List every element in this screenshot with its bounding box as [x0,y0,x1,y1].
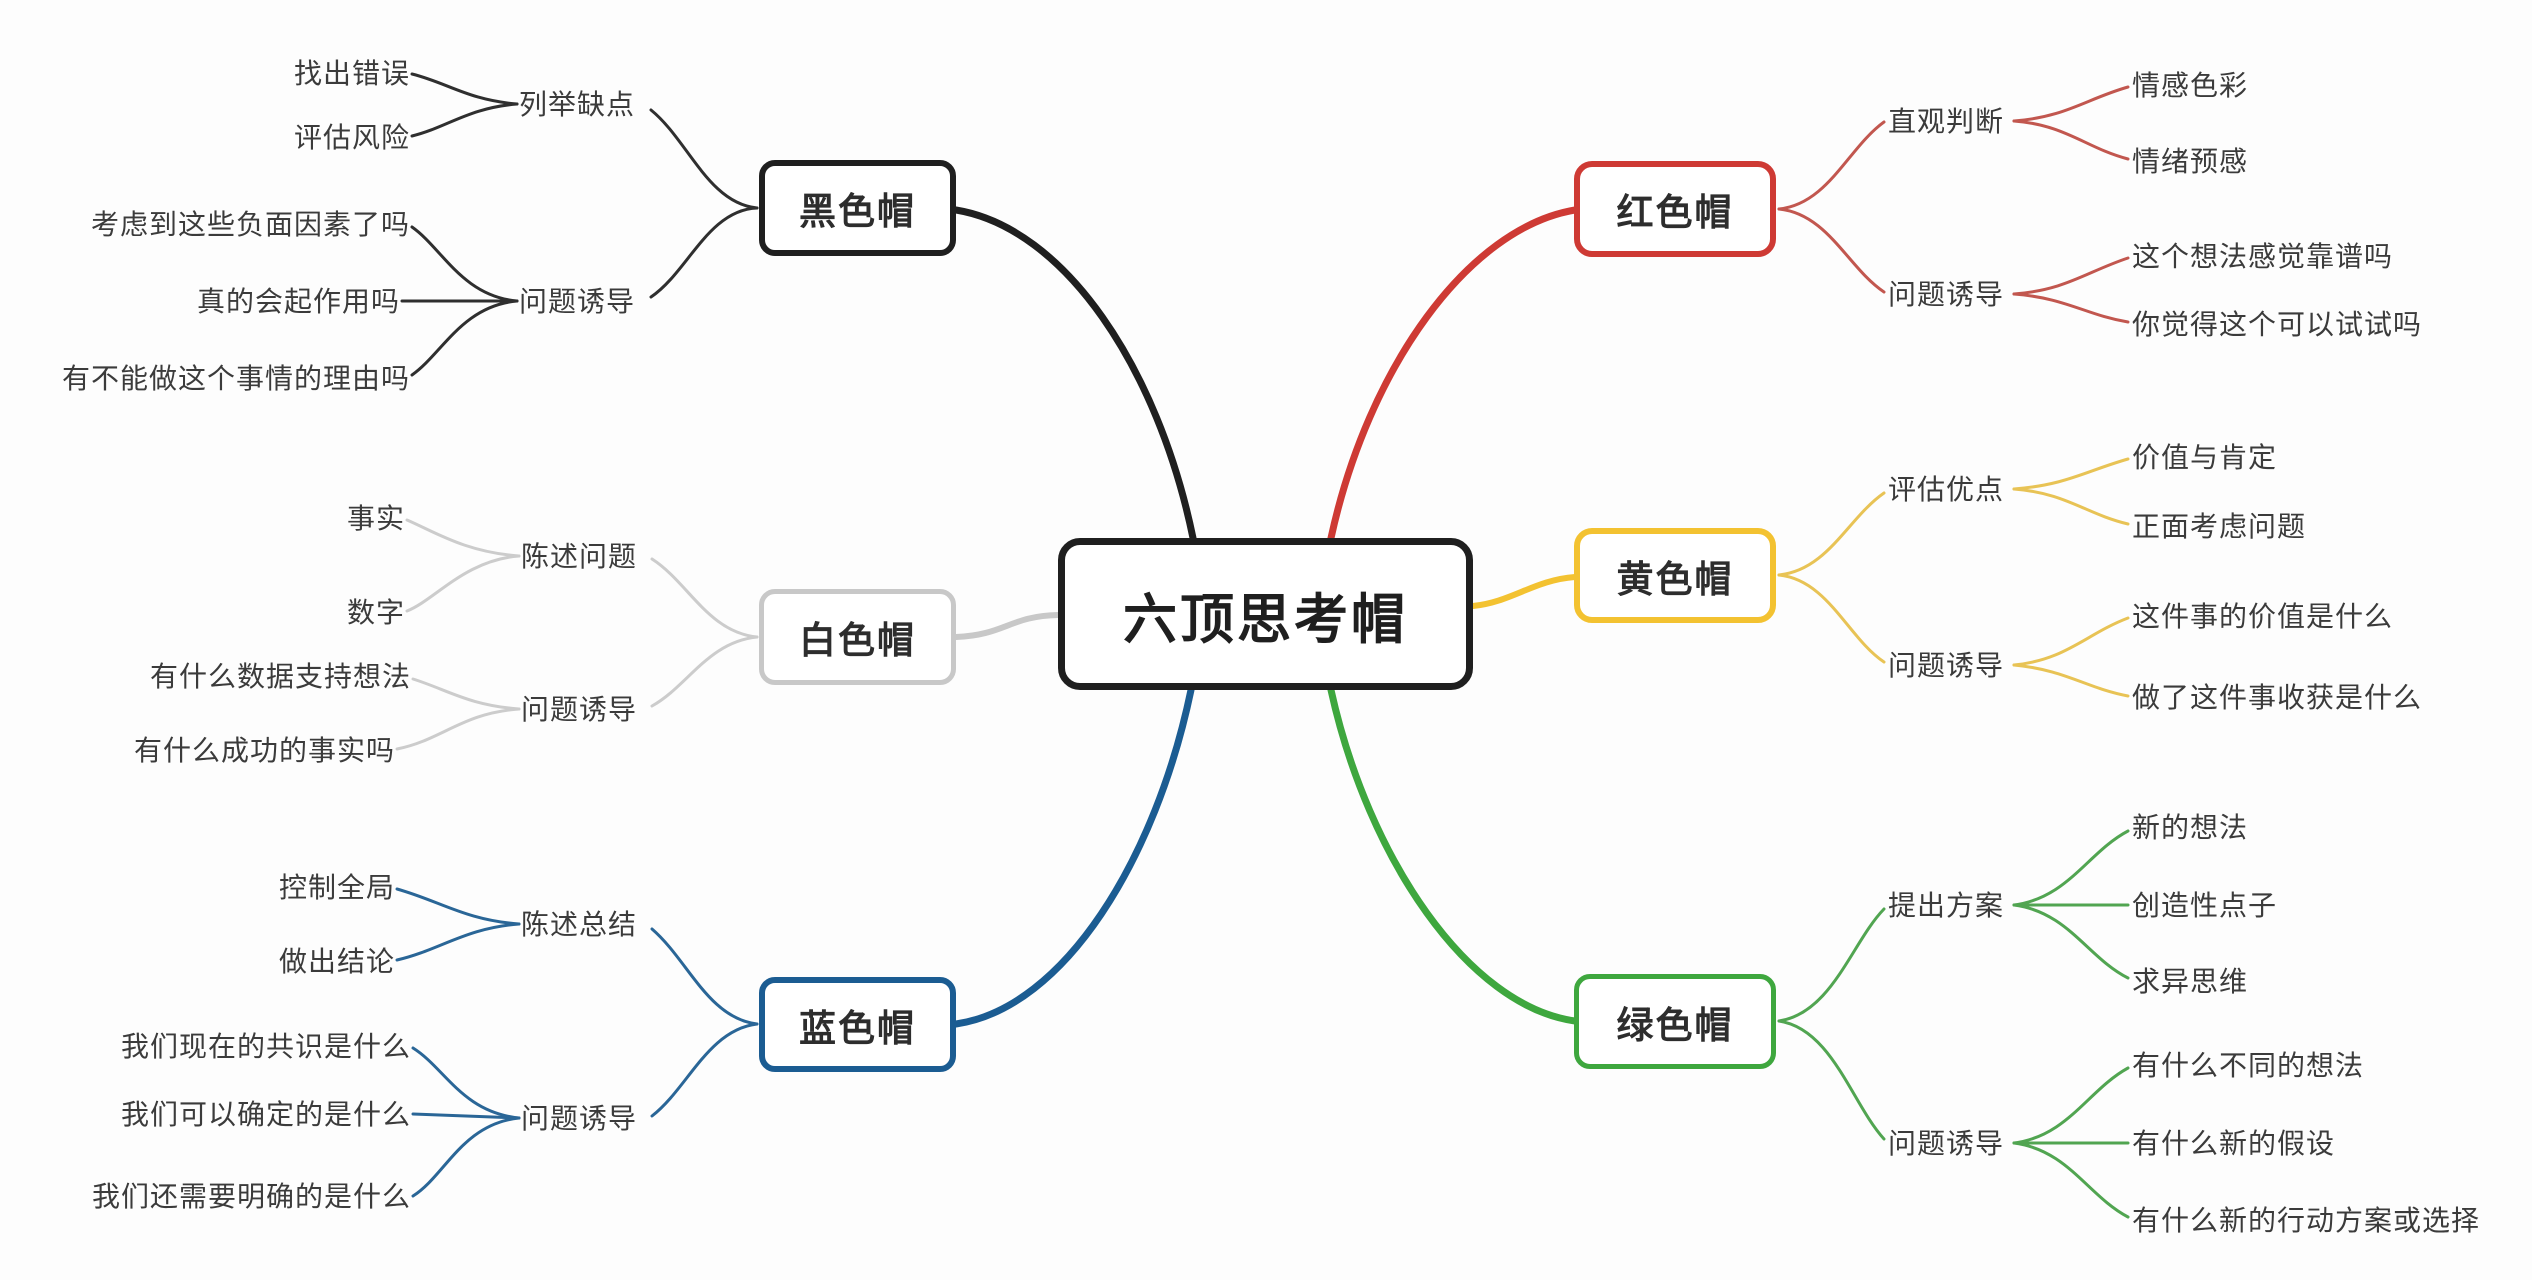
leaf-yellow-1-0[interactable]: 这件事的价值是什么 [2132,601,2394,632]
leaf-green-0-1[interactable]: 创造性点子 [2132,890,2278,921]
leaf-blue-1-2[interactable]: 我们还需要明确的是什么 [91,1181,411,1212]
leaf-black-0-1[interactable]: 评估风险 [293,122,410,153]
leaf-yellow-0-0[interactable]: 价值与肯定 [2132,442,2278,473]
leaf-blue-1-1[interactable]: 我们可以确定的是什么 [120,1099,411,1130]
leaf-yellow-0-1[interactable]: 正面考虑问题 [2132,511,2307,542]
hat-node-green[interactable]: 绿色帽 [1574,974,1776,1069]
leaf-black-0-0[interactable]: 找出错误 [293,58,410,89]
leaf-black-1-1[interactable]: 真的会起作用吗 [196,286,400,317]
sublabel-white-0[interactable]: 陈述问题 [521,541,638,572]
leaf-white-1-1[interactable]: 有什么成功的事实吗 [133,735,395,766]
yellow-trunk [1470,574,1578,609]
leaf-black-1-0[interactable]: 考虑到这些负面因素了吗 [90,209,410,240]
leaf-green-1-2[interactable]: 有什么新的行动方案或选择 [2132,1205,2481,1236]
leaf-green-0-2[interactable]: 求异思维 [2132,966,2249,997]
hat-node-blue[interactable]: 蓝色帽 [759,977,956,1072]
leaf-red-1-1[interactable]: 你觉得这个可以试试吗 [2132,309,2423,340]
red-trunk [1327,206,1579,542]
white-trunk [953,612,1061,640]
leaf-blue-1-0[interactable]: 我们现在的共识是什么 [120,1031,411,1062]
sublabel-white-1[interactable]: 问题诱导 [521,694,638,725]
leaf-green-1-0[interactable]: 有什么不同的想法 [2132,1050,2365,1081]
leaf-black-1-2[interactable]: 有不能做这个事情的理由吗 [61,363,410,394]
sublabel-blue-0[interactable]: 陈述总结 [521,909,638,940]
sublabel-black-1[interactable]: 问题诱导 [519,286,636,317]
leaf-blue-0-1[interactable]: 做出结论 [278,946,395,977]
leaf-red-0-1[interactable]: 情绪预感 [2132,146,2249,177]
sublabel-blue-1[interactable]: 问题诱导 [521,1103,638,1134]
hat-node-white[interactable]: 白色帽 [759,589,956,685]
sublabel-black-0[interactable]: 列举缺点 [519,89,636,120]
black-trunk [952,206,1197,542]
leaf-white-1-0[interactable]: 有什么数据支持想法 [149,661,411,692]
leaf-red-1-0[interactable]: 这个想法感觉靠谱吗 [2132,241,2394,272]
leaf-white-0-0[interactable]: 事实 [346,503,405,534]
leaf-yellow-1-1[interactable]: 做了这件事收获是什么 [2132,682,2423,713]
hat-node-yellow[interactable]: 黄色帽 [1574,528,1776,623]
leaf-green-1-1[interactable]: 有什么新的假设 [2132,1128,2336,1159]
hat-node-black[interactable]: 黑色帽 [759,160,956,256]
sublabel-red-1[interactable]: 问题诱导 [1888,279,2005,310]
sublabel-green-0[interactable]: 提出方案 [1888,890,2005,921]
sublabel-red-0[interactable]: 直观判断 [1888,106,2005,137]
leaf-green-0-0[interactable]: 新的想法 [2132,812,2249,843]
leaf-white-0-1[interactable]: 数字 [346,597,405,628]
sublabel-green-1[interactable]: 问题诱导 [1888,1128,2005,1159]
sublabel-yellow-0[interactable]: 评估优点 [1888,474,2005,505]
green-trunk [1327,686,1579,1025]
leaf-red-0-0[interactable]: 情感色彩 [2132,70,2249,101]
leaf-blue-0-0[interactable]: 控制全局 [278,872,395,903]
sublabel-yellow-1[interactable]: 问题诱导 [1888,650,2005,681]
central-topic[interactable]: 六顶思考帽 [1058,538,1473,690]
blue-trunk [952,686,1195,1028]
hat-node-red[interactable]: 红色帽 [1574,161,1776,257]
